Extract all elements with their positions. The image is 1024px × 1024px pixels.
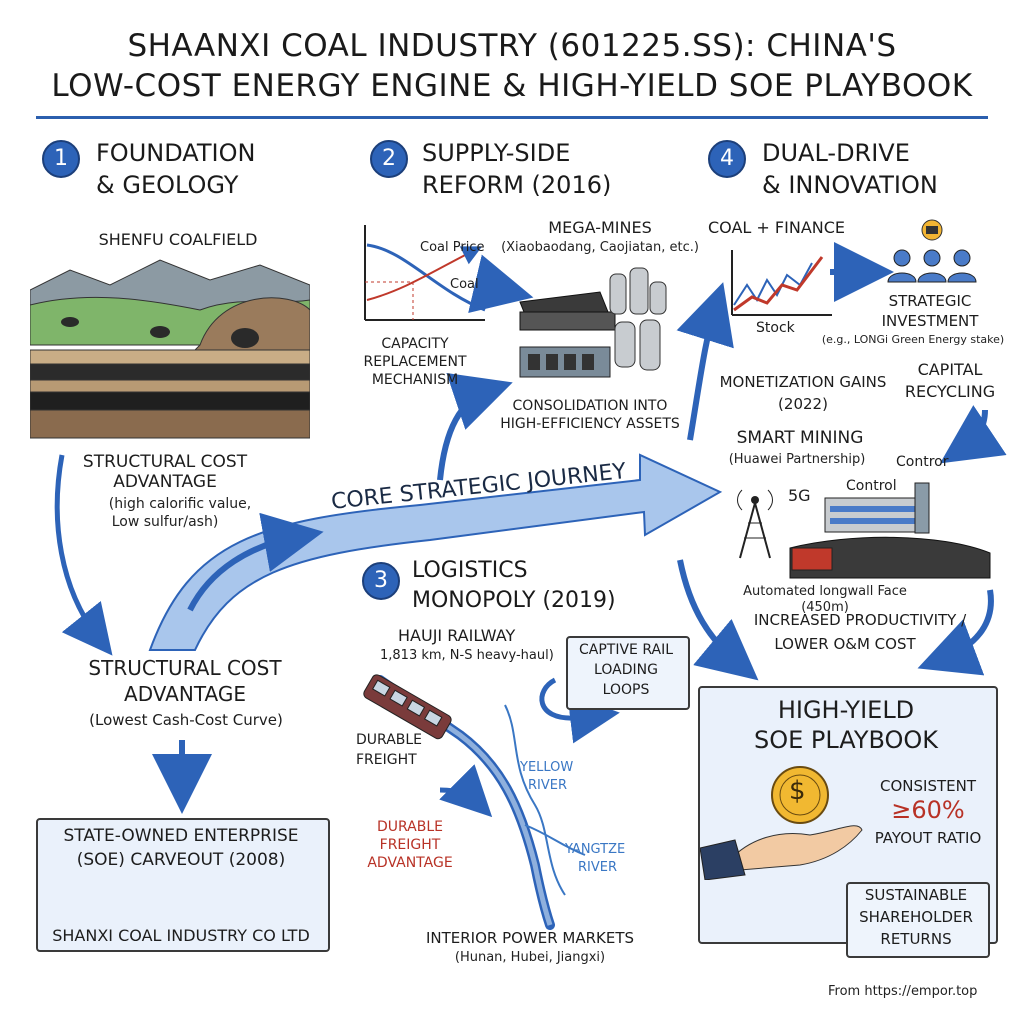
coalfield-geology-illustration bbox=[30, 259, 310, 439]
page-title-line2: LOW-COST ENERGY ENGINE & HIGH-YIELD SOE … bbox=[51, 68, 973, 104]
strategic-investment-icon bbox=[887, 219, 977, 283]
source-footer: From https://empor.top bbox=[828, 984, 978, 999]
structural-advantage-line1: STRUCTURAL COST bbox=[88, 656, 282, 680]
structural-advantage-line2: ADVANTAGE bbox=[124, 682, 246, 706]
captive-rail-box bbox=[566, 636, 690, 710]
captive-line2: LOADING bbox=[594, 662, 658, 678]
foundation-to-advantage-arrow bbox=[54, 454, 113, 656]
capital-line2: RECYCLING bbox=[904, 382, 996, 401]
productivity-line2: LOWER O&M COST bbox=[774, 635, 916, 653]
payout-label: PAYOUT RATIO bbox=[874, 829, 982, 847]
capacity-price-chart bbox=[364, 225, 486, 321]
cost-advantage-title-line1: STRUCTURAL COST bbox=[82, 452, 248, 472]
consistent-label: CONSISTENT bbox=[880, 777, 976, 795]
core-journey-arrow bbox=[148, 453, 723, 651]
section4-heading-line2: & INNOVATION bbox=[762, 171, 938, 199]
durable-freight-line2: FREIGHT bbox=[356, 752, 417, 768]
contror-label: Contror bbox=[896, 454, 949, 470]
coalfield-label: SHENFU COALFIELD bbox=[98, 230, 258, 249]
step-3-badge: 3 bbox=[362, 562, 400, 600]
freight-advantage-line2: FREIGHT bbox=[379, 837, 441, 853]
stock-chart-illustration bbox=[731, 250, 832, 316]
cost-advantage-title-line2: ADVANTAGE bbox=[113, 472, 217, 492]
durable-freight-line1: DURABLE bbox=[356, 732, 423, 748]
yellow-river-line2: RIVER bbox=[528, 778, 568, 793]
yellow-river-line1: YELLOW bbox=[520, 760, 574, 775]
railway-label: HAUJI RAILWAY bbox=[398, 626, 516, 645]
strategic-note: (e.g., LONGi Green Energy stake) bbox=[821, 333, 1005, 346]
section2-heading-line1: SUPPLY-SIDE bbox=[422, 139, 571, 167]
section3-heading-line1: LOGISTICS bbox=[412, 558, 528, 583]
playbook-title-line1: HIGH-YIELD bbox=[777, 696, 915, 724]
returns-line2: SHAREHOLDER bbox=[859, 908, 973, 926]
railway-river-map bbox=[363, 674, 586, 930]
chart-label-coal: Coal bbox=[450, 277, 479, 292]
freight-advantage-line3: ADVANTAGE bbox=[367, 855, 453, 871]
step-4-badge: 4 bbox=[708, 140, 746, 178]
smart-mining-label: SMART MINING bbox=[736, 428, 864, 448]
coal-finance-label: COAL + FINANCE bbox=[708, 218, 846, 237]
section4-heading-line1: DUAL-DRIVE bbox=[762, 139, 910, 167]
capacity-line1: CAPACITY bbox=[381, 336, 449, 352]
stock-label: Stock bbox=[756, 320, 795, 336]
smart-mine-illustration bbox=[737, 482, 991, 579]
cost-advantage-note-line1: (high calorific value, bbox=[108, 496, 252, 512]
returns-line1: SUSTAINABLE bbox=[864, 886, 968, 904]
mega-mines-note: (Xiaobaodang, Caojiatan, etc.) bbox=[501, 240, 699, 255]
interior-markets-note: (Hunan, Hubei, Jiangxi) bbox=[454, 950, 606, 965]
capacity-line3: MECHANISM bbox=[371, 372, 459, 388]
strategic-line1: STRATEGIC bbox=[888, 292, 972, 310]
railway-note: 1,813 km, N-S heavy-haul) bbox=[380, 648, 554, 663]
capacity-line2: REPLACEMENT bbox=[363, 354, 467, 370]
chart-label-coal-price: Coal Price bbox=[420, 240, 485, 255]
hand-coin-illustration bbox=[700, 766, 863, 880]
monetization-line1: MONETIZATION GAINS bbox=[719, 373, 887, 391]
structural-advantage-note: (Lowest Cash-Cost Curve) bbox=[89, 711, 283, 729]
section3-heading-line2: MONOPOLY (2019) bbox=[412, 588, 616, 613]
section1-heading-line2: & GEOLOGY bbox=[96, 171, 239, 199]
section1-heading-line1: FOUNDATION bbox=[96, 139, 256, 167]
yangtze-river-line1: YANGTZE bbox=[565, 842, 626, 857]
cost-advantage-note-line2: Low sulfur/ash) bbox=[111, 514, 219, 530]
playbook-title-line2: SOE PLAYBOOK bbox=[753, 726, 939, 754]
smart-mining-note: (Huawei Partnership) bbox=[728, 452, 866, 467]
monetization-line2: (2022) bbox=[778, 395, 828, 413]
captive-line3: LOOPS bbox=[602, 682, 650, 698]
step-2-badge: 2 bbox=[370, 140, 408, 178]
soe-line2: (SOE) CARVEOUT (2008) bbox=[76, 850, 286, 870]
dollar-icon: $ bbox=[789, 776, 806, 806]
payout-value: ≥60% bbox=[891, 796, 965, 824]
mega-mines-label: MEGA-MINES bbox=[548, 218, 652, 237]
productivity-line1: INCREASED PRODUCTIVITY / bbox=[753, 611, 967, 629]
control-label: Control bbox=[846, 478, 897, 494]
step-1-badge: 1 bbox=[42, 140, 80, 178]
mega-mine-facility-illustration bbox=[519, 267, 667, 378]
strategic-line2: INVESTMENT bbox=[881, 312, 979, 330]
captive-line1: CAPTIVE RAIL bbox=[578, 642, 673, 658]
yangtze-river-line2: RIVER bbox=[578, 860, 618, 875]
consolidation-line2: HIGH-EFFICIENCY ASSETS bbox=[500, 416, 680, 432]
freight-advantage-line1: DURABLE bbox=[376, 819, 443, 835]
longwall-label: Automated longwall Face (450m) bbox=[743, 584, 907, 615]
5g-label: 5G bbox=[788, 486, 811, 505]
capital-line1: CAPITAL bbox=[917, 360, 983, 379]
interior-markets-label: INTERIOR POWER MARKETS bbox=[425, 929, 635, 947]
consolidation-line1: CONSOLIDATION INTO bbox=[512, 398, 668, 414]
returns-line3: RETURNS bbox=[880, 930, 952, 948]
shareholder-returns-box bbox=[846, 882, 990, 958]
page-title-line1: SHAANXI COAL INDUSTRY (601225.SS): CHINA… bbox=[127, 28, 897, 64]
section2-heading-line2: REFORM (2016) bbox=[422, 171, 612, 199]
soe-line1: STATE-OWNED ENTERPRISE bbox=[63, 826, 299, 846]
title-divider bbox=[36, 116, 988, 119]
soe-company-name: SHANXI COAL INDUSTRY CO LTD bbox=[52, 926, 310, 945]
soe-carveout-box bbox=[36, 818, 330, 952]
